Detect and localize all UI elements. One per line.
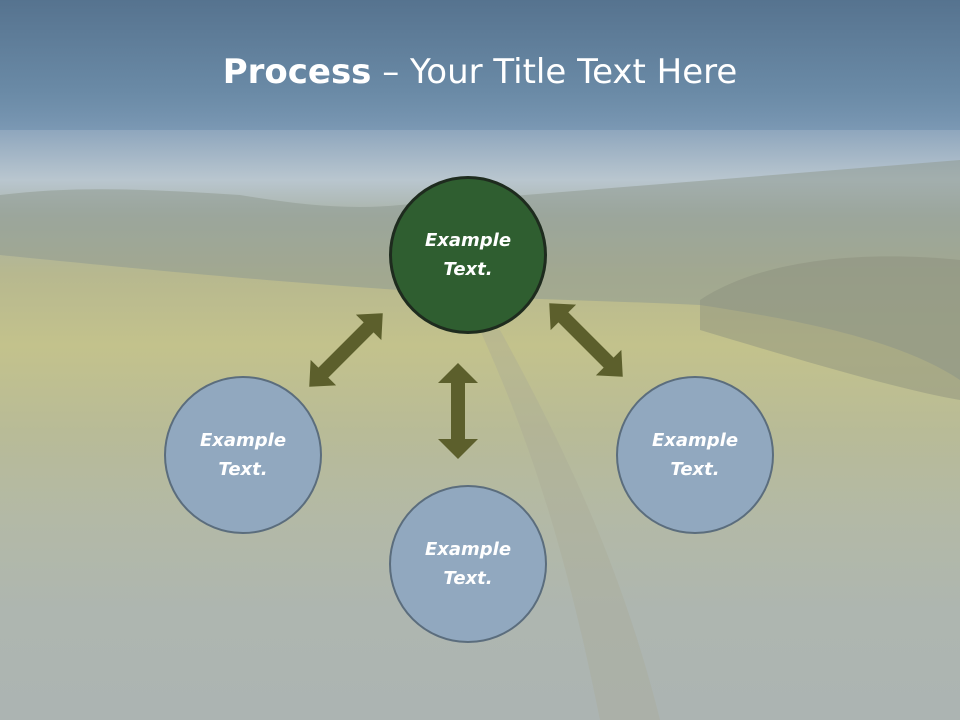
double-arrow-icon[interactable] bbox=[537, 291, 636, 390]
node-label: Example Text. bbox=[199, 430, 287, 480]
double-arrow-icon[interactable] bbox=[297, 301, 396, 400]
process-node-left[interactable]: Example Text. bbox=[164, 376, 322, 534]
process-node-center[interactable]: Example Text. bbox=[389, 176, 547, 334]
node-label: Example Text. bbox=[424, 230, 512, 280]
double-arrow-icon[interactable] bbox=[438, 363, 478, 459]
process-node-bottom[interactable]: Example Text. bbox=[389, 485, 547, 643]
title-bold: Process bbox=[222, 52, 372, 92]
title-bar bbox=[0, 0, 960, 130]
node-label: Example Text. bbox=[424, 539, 512, 589]
node-label: Example Text. bbox=[651, 430, 739, 480]
slide-title[interactable]: Process – Your Title Text Here bbox=[0, 52, 960, 92]
process-node-right[interactable]: Example Text. bbox=[616, 376, 774, 534]
title-rest: – Your Title Text Here bbox=[371, 52, 738, 92]
